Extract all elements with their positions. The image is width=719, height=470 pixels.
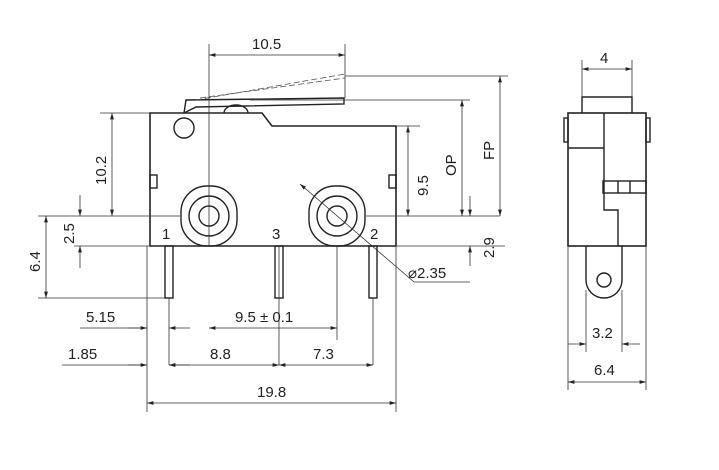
pin-label-3: 3 [272, 226, 280, 243]
dim-label-6-4: 6.4 [27, 251, 44, 272]
side-inner-step [568, 113, 619, 246]
notch-left [149, 174, 158, 189]
side-slot [602, 180, 647, 194]
lever-pivot [173, 117, 195, 139]
dim-label-side-4: 4 [600, 50, 608, 67]
dim-label-9-5-vertical: 9.5 [415, 175, 432, 196]
dim-label-2-5: 2.5 [61, 223, 78, 244]
side-tab-right [645, 117, 651, 143]
dim-label-10-5: 10.5 [252, 36, 281, 53]
actuator-roller [223, 104, 249, 114]
dim-label-2-9: 2.9 [481, 237, 498, 258]
dim-label-7-3: 7.3 [313, 346, 334, 363]
lever-travel-line-2 [199, 77, 346, 99]
side-tab-left [563, 117, 569, 143]
side-top-cap [581, 96, 633, 113]
dim-label-5-15: 5.15 [86, 309, 115, 326]
dim-label-hole-dia: ⌀2.35 [408, 265, 446, 282]
dim-label-fp: FP [481, 141, 498, 160]
dim-label-side-6-4: 6.4 [594, 362, 615, 379]
lever-arm [183, 97, 345, 115]
dim-label-19-8: 19.8 [257, 384, 286, 401]
dim-label-8-8: 8.8 [210, 346, 231, 363]
side-view: 4 3.2 6.4 [563, 50, 651, 390]
lever-travel-line [195, 73, 346, 101]
dim-label-1-85: 1.85 [68, 346, 97, 363]
pin-2 [368, 245, 378, 299]
notch-right [388, 174, 397, 189]
dim-label-side-3-2: 3.2 [592, 325, 613, 342]
dim-label-10-2: 10.2 [93, 156, 110, 185]
pin-label-2: 2 [370, 226, 378, 243]
side-terminal-hole [596, 272, 612, 288]
pin-label-1: 1 [162, 226, 170, 243]
dim-label-op: OP [443, 154, 460, 176]
side-terminal [585, 246, 623, 299]
pin-1 [164, 245, 174, 299]
dim-label-9-5-pins: 9.5 ± 0.1 [235, 309, 293, 326]
hole-dia-leader [299, 183, 415, 283]
front-view: 1 3 2 10.5 10.2 2.5 6.4 9.5 OP [27, 36, 508, 412]
side-body [567, 112, 647, 247]
